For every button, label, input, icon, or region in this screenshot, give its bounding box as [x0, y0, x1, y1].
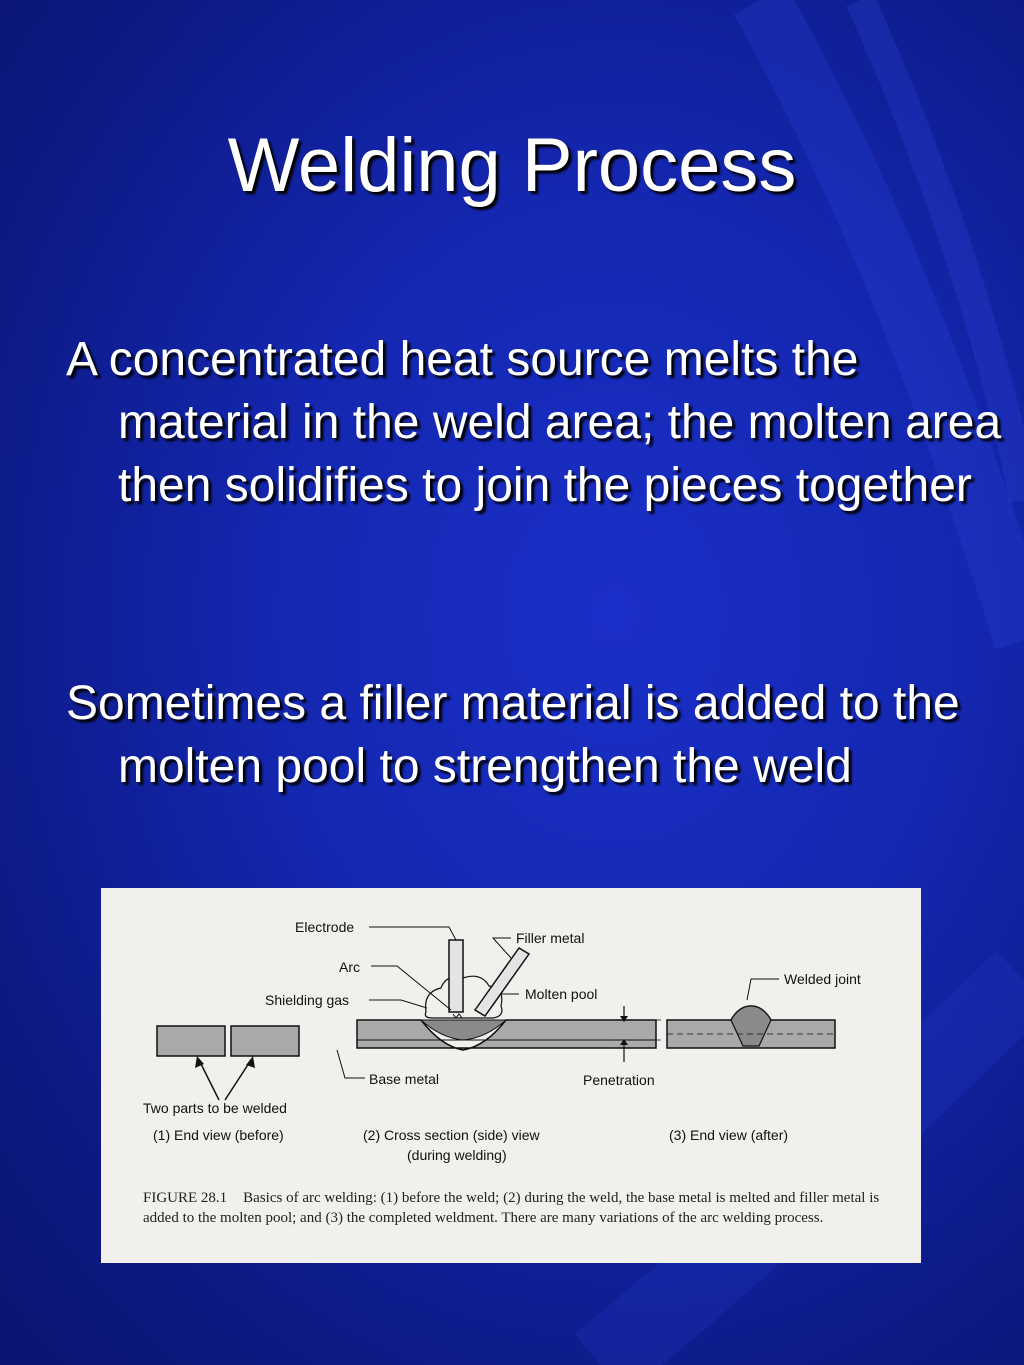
molten-pool-shape: [419, 1019, 508, 1041]
view-3-label: (3) End view (after): [669, 1127, 788, 1143]
arc-welding-figure: Electrode Filler metal Arc Molten pool S…: [101, 888, 921, 1263]
figure-caption-label: FIGURE 28.1: [143, 1190, 228, 1206]
plate-right: [230, 1025, 300, 1057]
label-shielding-gas: Shielding gas: [265, 992, 349, 1008]
figure-caption-text: Basics of arc welding: (1) before the we…: [143, 1190, 880, 1226]
bullet-heat-source: A concentrated heat source melts the mat…: [66, 333, 1002, 512]
view-1-label: (1) End view (before): [153, 1127, 284, 1143]
arc-welding-diagram: Electrode Filler metal Arc Molten pool S…: [143, 919, 861, 1163]
label-welded-joint: Welded joint: [784, 971, 861, 987]
label-arc: Arc: [339, 959, 360, 975]
base-metal-section: [356, 1019, 657, 1051]
weld-bead: [730, 1005, 772, 1047]
label-penetration: Penetration: [583, 1072, 655, 1088]
view-2-label-line1: (2) Cross section (side) view: [363, 1127, 540, 1143]
electrode-rod: [448, 939, 464, 1013]
label-molten-pool: Molten pool: [525, 986, 597, 1002]
label-filler-metal: Filler metal: [516, 930, 584, 946]
bullet-filler-material: Sometimes a filler material is added to …: [66, 677, 960, 793]
label-two-parts: Two parts to be welded: [143, 1100, 287, 1116]
view-2-label-line2: (during welding): [407, 1147, 507, 1163]
filler-rod: [473, 946, 531, 1018]
label-base-metal: Base metal: [369, 1071, 439, 1087]
slide-title: Welding Process: [227, 123, 797, 208]
plate-left: [156, 1025, 226, 1057]
label-electrode: Electrode: [295, 919, 354, 935]
